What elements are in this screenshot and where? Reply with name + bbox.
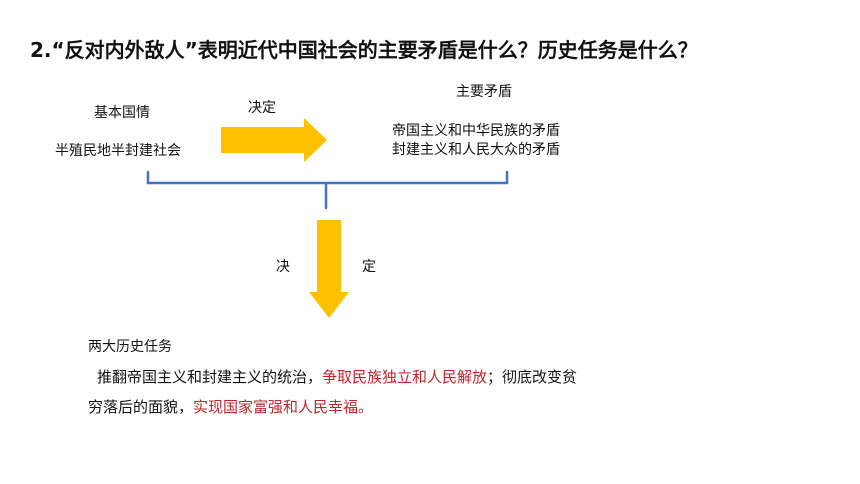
task-text-black-1: 推翻帝国主义和封建主义的统治，: [97, 368, 323, 386]
arrow-label-decide: 决定: [248, 100, 276, 116]
task-text-tail-1: ；彻底改变贫: [487, 368, 578, 386]
task-text-red-2: 实现国家富强和人民幸福。: [193, 398, 374, 416]
main-contradiction-heading: 主要矛盾: [456, 84, 512, 100]
down-arrow-label-right: 定: [362, 259, 376, 275]
task-text-red-1: 争取民族独立和人民解放: [322, 368, 488, 386]
basic-condition-content: 半殖民地半封建社会: [55, 143, 181, 159]
brace: [146, 170, 509, 210]
historical-tasks-line-2: 穷落后的面貌，实现国家富强和人民幸福。: [88, 396, 373, 417]
historical-tasks-line-1: 推翻帝国主义和封建主义的统治，争取民族独立和人民解放；彻底改变贫: [97, 366, 577, 387]
down-arrow: [309, 220, 349, 318]
question-title: 2.“反对内外敌人”表明近代中国社会的主要矛盾是什么？历史任务是什么？: [30, 38, 698, 62]
down-arrow-label-left: 决: [276, 259, 290, 275]
historical-tasks-heading: 两大历史任务: [88, 339, 172, 355]
contradiction-item-1: 帝国主义和中华民族的矛盾: [392, 123, 560, 139]
basic-condition-heading: 基本国情: [94, 105, 150, 121]
contradiction-item-2: 封建主义和人民大众的矛盾: [392, 142, 560, 158]
right-arrow: [221, 118, 327, 162]
task-text-black-2: 穷落后的面貌，: [88, 398, 194, 416]
